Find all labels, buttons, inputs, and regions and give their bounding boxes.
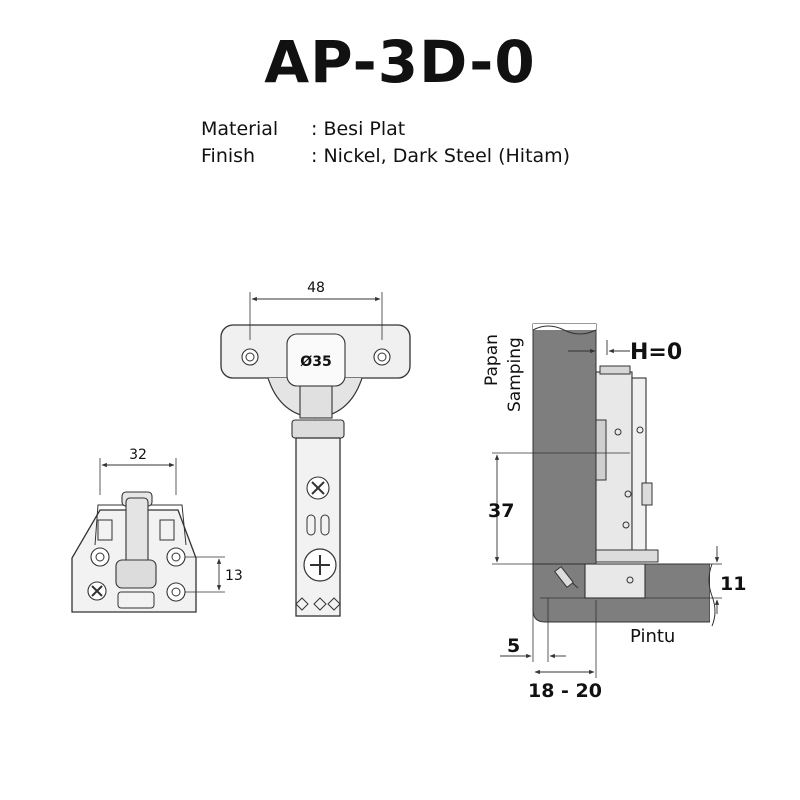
door-range-dimension: 18 - 20 [528, 680, 602, 702]
spec-value: : Nickel, Dark Steel (Hitam) [311, 145, 571, 167]
spec-key: Finish [201, 145, 256, 167]
spec-row-finish: Finish : Nickel, Dark Steel (Hitam) [201, 145, 570, 167]
spec-row-material: Material : Besi Plat [201, 118, 405, 140]
plate-width-dimension: 32 [129, 447, 147, 463]
side-panel-label-2: Samping [505, 337, 525, 412]
mount-height-dimension: 37 [488, 500, 514, 522]
product-code-title: AP-3D-0 [264, 28, 536, 96]
overlay-label: H=0 [630, 340, 682, 365]
hinge-front-drawing [220, 324, 411, 617]
side-panel-label: Papan [482, 334, 502, 386]
spec-value: : Besi Plat [311, 118, 406, 140]
spec-key: Material [201, 118, 279, 140]
hinge-width-dimension: 48 [307, 280, 325, 296]
door-thickness-dimension: 11 [720, 573, 746, 595]
edge-distance-dimension: 5 [507, 635, 520, 657]
cup-diameter-label: Ø35 [300, 354, 331, 370]
section-view-drawing [532, 323, 720, 630]
mounting-plate-drawing [71, 491, 197, 613]
door-label: Pintu [630, 626, 675, 647]
plate-hole-spacing-dimension: 13 [225, 568, 243, 584]
